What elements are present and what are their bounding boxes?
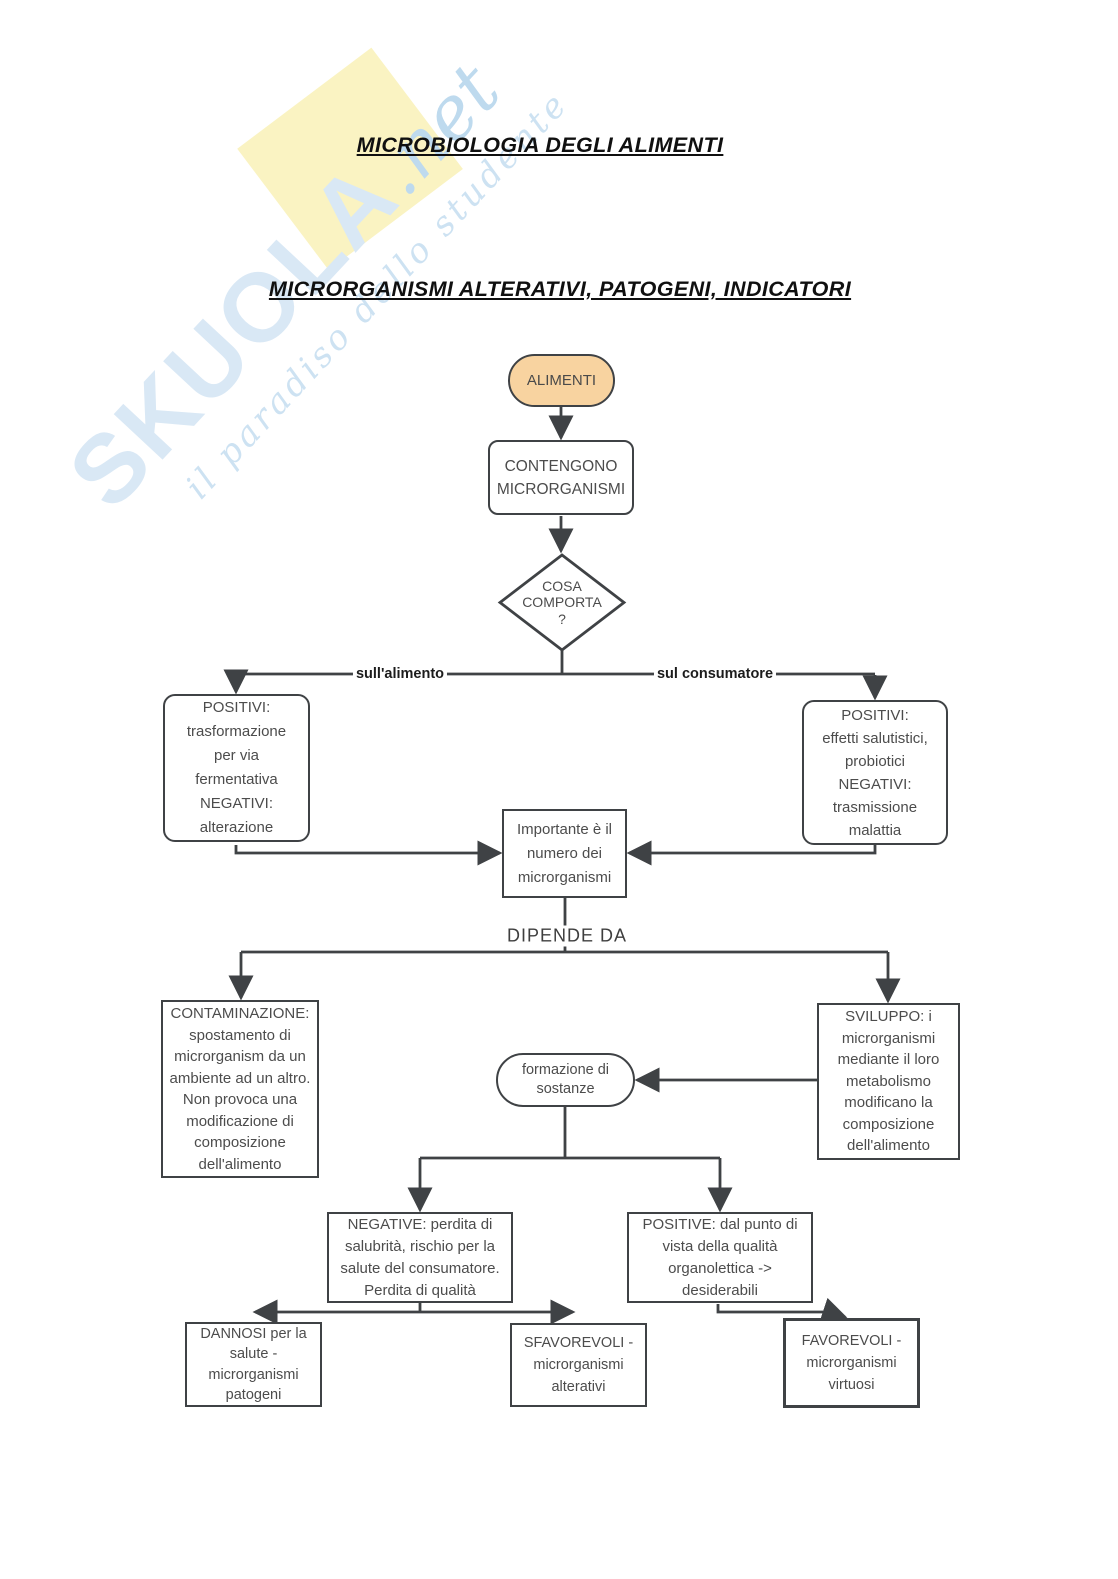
decision-diamond-shape bbox=[497, 553, 627, 652]
node-dannosi: DANNOSI per la salute - microrganismi pa… bbox=[185, 1322, 322, 1407]
node-contaminazione: CONTAMINAZIONE: spostamento di microrgan… bbox=[161, 1000, 319, 1178]
node-positive: POSITIVE: dal punto di vista della quali… bbox=[627, 1212, 813, 1303]
edge-label-sul-consumatore: sul consumatore bbox=[653, 666, 777, 682]
page-title: MICROBIOLOGIA DEGLI ALIMENTI bbox=[356, 133, 724, 157]
edge-label-dipende-da: DIPENDE DA bbox=[503, 925, 631, 947]
node-sfavorevoli: SFAVOREVOLI - microrganismi alterativi bbox=[510, 1323, 647, 1407]
page-subtitle: MICRORGANISMI ALTERATIVI, PATOGENI, INDI… bbox=[268, 277, 852, 301]
node-alimenti: ALIMENTI bbox=[508, 354, 615, 407]
edge-label-sull-alimento: sull'alimento bbox=[352, 666, 448, 682]
node-sviluppo: SVILUPPO: i microrganismi mediante il lo… bbox=[817, 1003, 960, 1160]
node-contengono-microrganismi: CONTENGONO MICRORGANISMI bbox=[488, 440, 634, 515]
node-negative: NEGATIVE: perdita di salubrità, rischio … bbox=[327, 1212, 513, 1303]
node-positivi-negativi-consumatore: POSITIVI: effetti salutistici, probiotic… bbox=[802, 700, 948, 845]
node-positivi-negativi-alimento: POSITIVI: trasformazione per via ferment… bbox=[163, 694, 310, 842]
node-importante-numero: Importante è il numero dei microrganismi bbox=[502, 809, 627, 898]
decision-cosa-comporta-label: COSA COMPORTA ? bbox=[522, 577, 602, 627]
node-formazione-sostanze: formazione di sostanze bbox=[496, 1053, 635, 1107]
node-favorevoli: FAVOREVOLI - microrganismi virtuosi bbox=[783, 1318, 920, 1408]
